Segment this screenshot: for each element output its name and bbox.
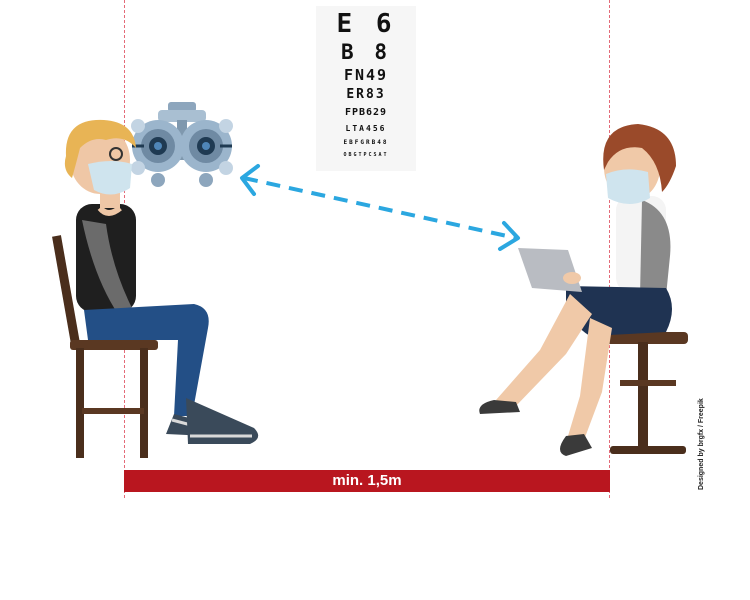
distance-label: min. 1,5m bbox=[332, 472, 402, 489]
wooden-chair-left bbox=[52, 235, 158, 458]
eye-chart-row: FPB629 bbox=[344, 107, 388, 118]
eye-chart-row: B 8 bbox=[341, 40, 391, 64]
phoropter-icon bbox=[131, 102, 233, 187]
wooden-stool-right bbox=[602, 332, 688, 454]
optometrist-figure bbox=[479, 124, 688, 456]
tablet-icon bbox=[518, 248, 582, 292]
distance-bar: min. 1,5m bbox=[124, 470, 610, 492]
right-distance-guide bbox=[609, 0, 610, 498]
credit-text: Designed by brgfx / Freepik bbox=[698, 398, 705, 490]
eye-chart-row: EBFGRB48 bbox=[343, 139, 389, 146]
double-headed-dashed-arrow bbox=[240, 164, 520, 251]
eye-chart: E 6 B 8 FN49 ER83 FPB629 LTA456 EBFGRB48… bbox=[316, 6, 416, 171]
eye-chart-row: ER83 bbox=[346, 87, 386, 102]
patient-figure bbox=[52, 119, 259, 458]
eye-chart-row: E 6 bbox=[336, 9, 396, 39]
eye-chart-row: FN49 bbox=[343, 66, 389, 84]
eye-chart-row: LTA456 bbox=[345, 124, 387, 133]
eye-chart-row: OBGTPCSAT bbox=[343, 152, 389, 158]
